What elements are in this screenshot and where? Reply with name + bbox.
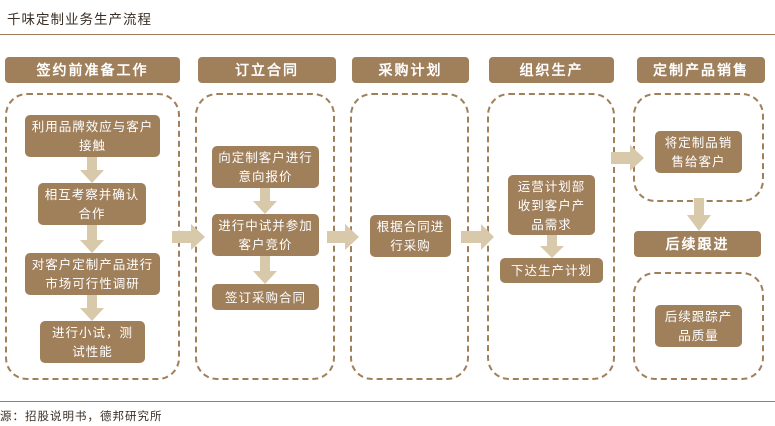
stage-header-procurement: 采购计划 [352, 57, 469, 83]
top-divider [0, 34, 775, 35]
step-quotation: 向定制客户进行意向报价 [212, 146, 319, 188]
stage-header-follow-up: 后续跟进 [634, 231, 761, 257]
step-sell-to-customer: 将定制品销售给客户 [655, 131, 742, 173]
step-receive-demand: 运营计划部收到客户产品需求 [508, 175, 595, 235]
stage-header-contract: 订立合同 [198, 57, 336, 83]
step-brand-contact: 利用品牌效应与客户接触 [25, 115, 160, 157]
step-pilot-test: 进行小试，测试性能 [40, 321, 145, 363]
arrow-down-icon [687, 198, 711, 231]
step-purchase: 根据合同进行采购 [370, 215, 451, 257]
stage-header-sales: 定制产品销售 [637, 57, 765, 83]
step-bidding: 进行中试并参加客户竞价 [212, 214, 319, 256]
step-sign-contract: 签订采购合同 [212, 284, 319, 310]
step-track-quality: 后续跟踪产品质量 [655, 305, 742, 347]
step-market-research: 对客户定制产品进行市场可行性调研 [25, 253, 160, 295]
stage-container-production [487, 93, 615, 380]
stage-header-production: 组织生产 [489, 57, 614, 83]
stage-container-follow-up [633, 272, 764, 380]
source-note: 源：招股说明书，德邦研究所 [0, 409, 163, 423]
diagram-title: 千味定制业务生产流程 [7, 12, 152, 28]
bottom-divider [0, 401, 775, 402]
step-mutual-review: 相互考察并确认合作 [38, 183, 146, 225]
step-production-plan: 下达生产计划 [500, 258, 603, 283]
stage-header-pre-signing: 签约前准备工作 [5, 57, 180, 83]
